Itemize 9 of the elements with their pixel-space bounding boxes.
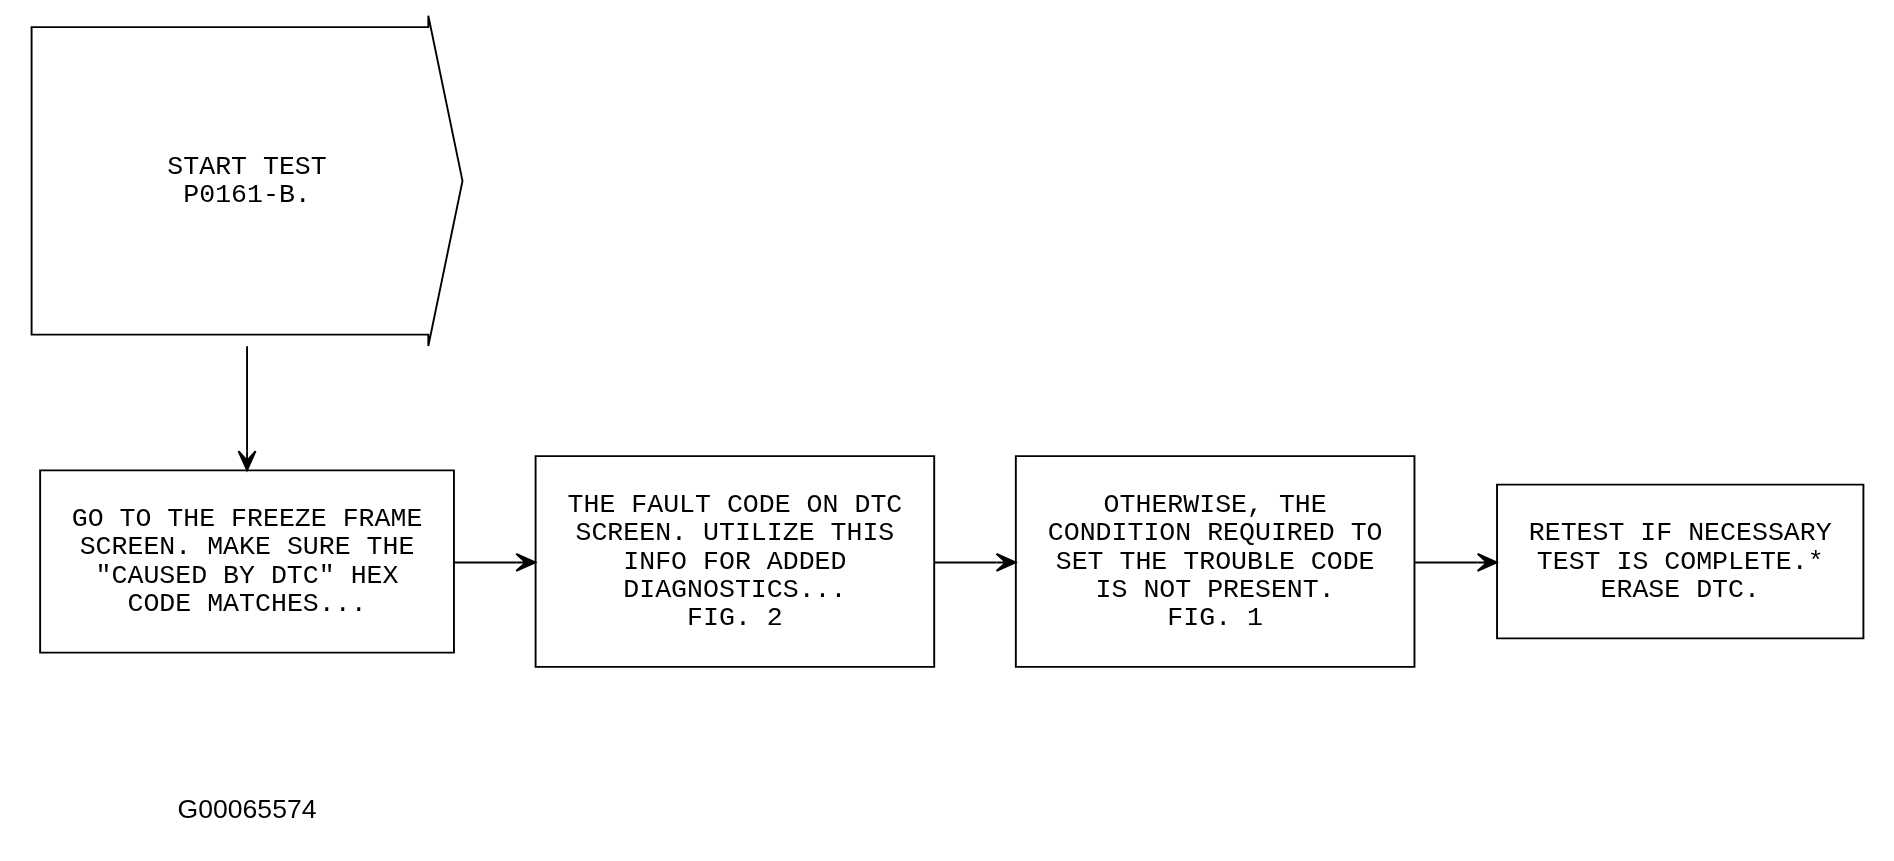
arrow [453,552,536,572]
label: G00065574 [177,794,316,825]
node-box: RETEST IF NECESSARY TEST IS COMPLETE.* ERASE DTC. [1495,483,1864,640]
arrow [237,345,257,472]
node-box: THE FAULT CODE ON DTC SCREEN. UTILIZE THIS INFO FOR ADDED DIAGNOSTICS... FIG. 2 [534,455,935,668]
arrow [1413,552,1498,572]
node-box: GO TO THE FREEZE FRAME SCREEN. MAKE SURE THE "CAUSED BY DTC" HEX CODE MATCHES... [38,469,455,654]
node-box: OTHERWISE, THE CONDITION REQUIRED TO SET THE TROUBLE CODE IS NOT PRESENT. FIG. 1 [1014,455,1415,668]
arrow [932,552,1016,572]
